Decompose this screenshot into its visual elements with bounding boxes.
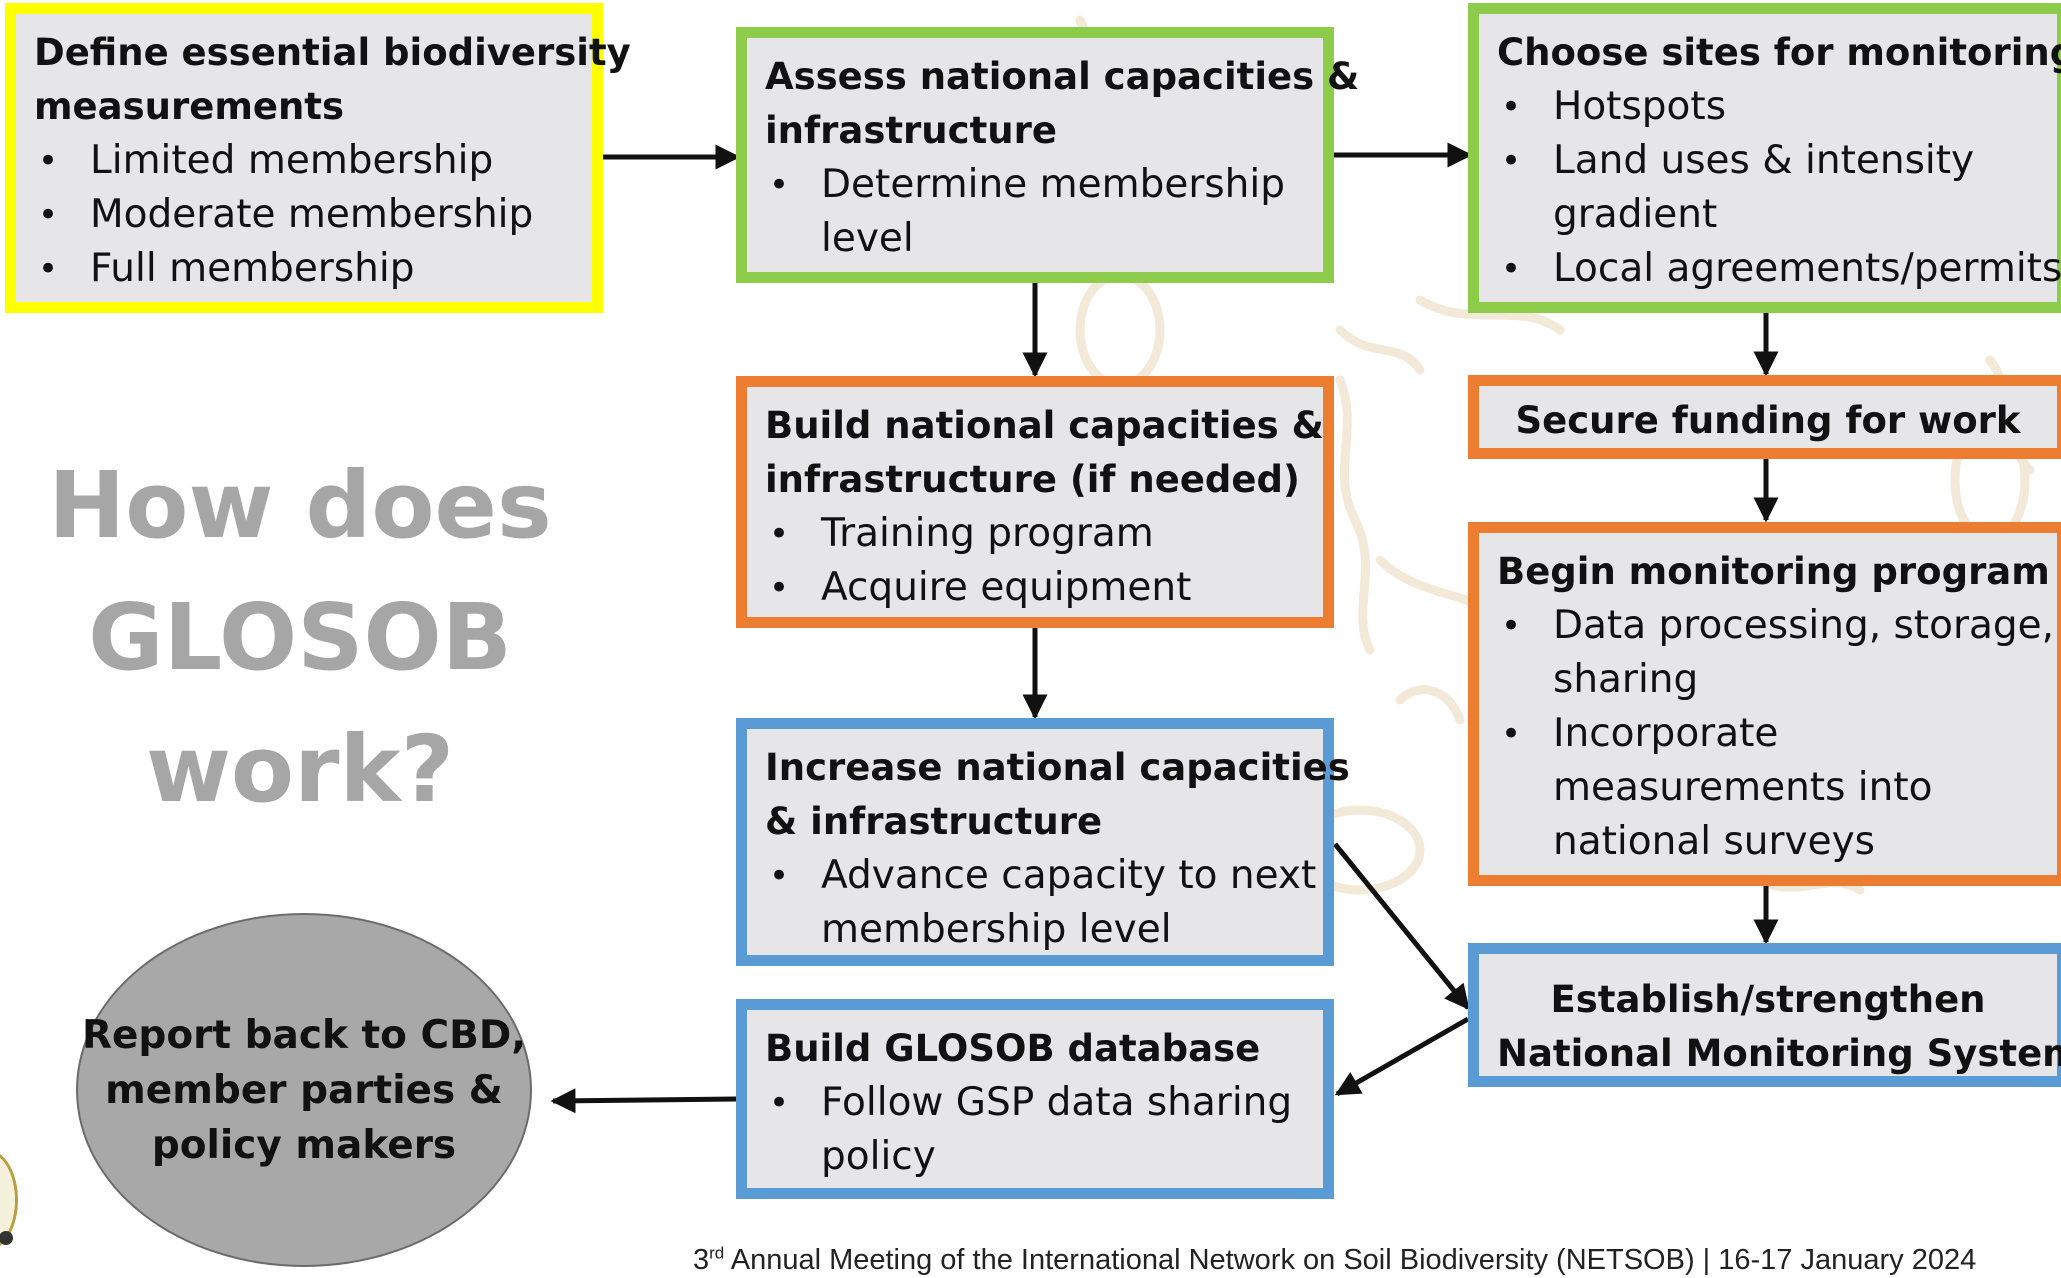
define-bullet-moderate: Moderate membership <box>34 188 574 242</box>
choose-bullet-agreements: Local agreements/permits <box>1497 242 2061 296</box>
seal-emblem <box>0 1231 13 1245</box>
define-title-line: Define essential biodiversity <box>34 31 631 74</box>
bullet-line: Determine membership <box>821 162 1285 207</box>
footer-ordinal-suffix: rd <box>709 1243 725 1263</box>
establish-title-line: Establish/strengthen <box>1550 978 1986 1021</box>
assess-title-line: infrastructure <box>765 109 1057 152</box>
build-bullet-equipment: Acquire equipment <box>765 561 1305 615</box>
define-bullet-list: Limited membership Moderate membership F… <box>34 134 574 296</box>
footer-caption: 3rd Annual Meeting of the International … <box>693 1242 2061 1278</box>
question-line: How does <box>48 452 552 559</box>
establish-systems-box: Establish/strengthen National Monitoring… <box>1468 943 2061 1087</box>
assess-bullet-list: Determine membership level <box>765 158 1305 266</box>
bullet-line: policy <box>821 1134 936 1179</box>
footer-text: Annual Meeting of the International Netw… <box>724 1244 1977 1276</box>
glosob-database-box: Build GLOSOB database Follow GSP data sh… <box>736 999 1334 1199</box>
choose-box-title: Choose sites for monitoring <box>1497 31 2061 74</box>
build-title-line: Build national capacities & <box>765 404 1324 447</box>
build-title-line: infrastructure (if needed) <box>765 458 1300 501</box>
database-bullet-gsp-policy: Follow GSP data sharing policy <box>765 1076 1305 1184</box>
doodle-mite <box>1075 270 1165 390</box>
establish-box-title: Establish/strengthen National Monitoring… <box>1497 973 2061 1081</box>
footer-ordinal: 3 <box>693 1244 710 1276</box>
begin-monitoring-box: Begin monitoring program Data processing… <box>1468 522 2061 886</box>
bullet-line: Land uses & intensity <box>1553 138 1975 183</box>
database-bullet-list: Follow GSP data sharing policy <box>765 1076 1305 1184</box>
begin-box-title: Begin monitoring program <box>1497 550 2050 593</box>
assess-title-line: Assess national capacities & <box>765 55 1360 98</box>
assess-bullet-membership: Determine membership level <box>765 158 1305 266</box>
question-line: work? <box>145 716 455 823</box>
define-title-line: measurements <box>34 85 345 128</box>
how-does-glosob-work-heading: How does GLOSOB work? <box>40 440 560 836</box>
build-bullet-training: Training program <box>765 507 1305 561</box>
begin-bullet-list: Data processing, storage, sharing Incorp… <box>1497 599 2055 869</box>
doodle-worm <box>1395 685 1465 725</box>
define-bullet-full: Full membership <box>34 242 574 296</box>
bullet-line: membership level <box>821 907 1172 952</box>
database-box-title: Build GLOSOB database <box>765 1027 1261 1070</box>
choose-sites-box: Choose sites for monitoring Hotspots Lan… <box>1468 3 2061 313</box>
report-back-node: Report back to CBD, member parties & pol… <box>76 913 532 1267</box>
choose-bullet-land-uses: Land uses & intensity gradient <box>1497 134 2039 242</box>
doodle-worm <box>1335 375 1375 655</box>
doodle-worm <box>1335 325 1425 375</box>
increase-capacities-box: Increase national capacities & infrastru… <box>736 718 1350 966</box>
bullet-line: sharing <box>1553 657 1699 702</box>
bullet-line: Data processing, storage, <box>1553 603 2055 648</box>
bullet-line: level <box>821 216 914 261</box>
choose-bullet-list: Hotspots Land uses & intensity gradient … <box>1497 80 2061 296</box>
establish-title-line: National Monitoring Systems <box>1497 1032 2061 1075</box>
define-box-title: Define essential biodiversity measuremen… <box>34 26 631 134</box>
bullet-line: Follow GSP data sharing <box>821 1080 1293 1125</box>
doodle-worm <box>1415 295 1565 335</box>
bullet-line: measurements into <box>1553 765 1933 810</box>
increase-title-line: Increase national capacities <box>765 746 1350 789</box>
funding-box-title: Secure funding for work <box>1515 399 2021 442</box>
assess-capacities-box: Assess national capacities & infrastruct… <box>736 27 1360 283</box>
increase-bullet-advance: Advance capacity to next membership leve… <box>765 849 1317 957</box>
question-line: GLOSOB <box>88 584 512 691</box>
bullet-line: national surveys <box>1553 819 1875 864</box>
build-capacities-box: Build national capacities & infrastructu… <box>736 376 1334 628</box>
increase-box-title: Increase national capacities & infrastru… <box>765 741 1350 849</box>
build-bullet-list: Training program Acquire equipment <box>765 507 1305 615</box>
secure-funding-box: Secure funding for work <box>1468 375 2061 459</box>
increase-bullet-list: Advance capacity to next membership leve… <box>765 849 1317 957</box>
bullet-line: Advance capacity to next <box>821 853 1317 898</box>
define-measurements-box: Define essential biodiversity measuremen… <box>5 3 631 313</box>
build-box-title: Build national capacities & infrastructu… <box>765 399 1324 507</box>
begin-bullet-data-processing: Data processing, storage, sharing <box>1497 599 2055 707</box>
choose-bullet-hotspots: Hotspots <box>1497 80 2039 134</box>
bullet-line: gradient <box>1553 192 1718 237</box>
assess-box-title: Assess national capacities & infrastruct… <box>765 50 1360 158</box>
bullet-line: Incorporate <box>1553 711 1779 756</box>
begin-bullet-incorporate: Incorporate measurements into national s… <box>1497 707 2039 869</box>
increase-title-line: & infrastructure <box>765 800 1103 843</box>
define-bullet-limited: Limited membership <box>34 134 574 188</box>
